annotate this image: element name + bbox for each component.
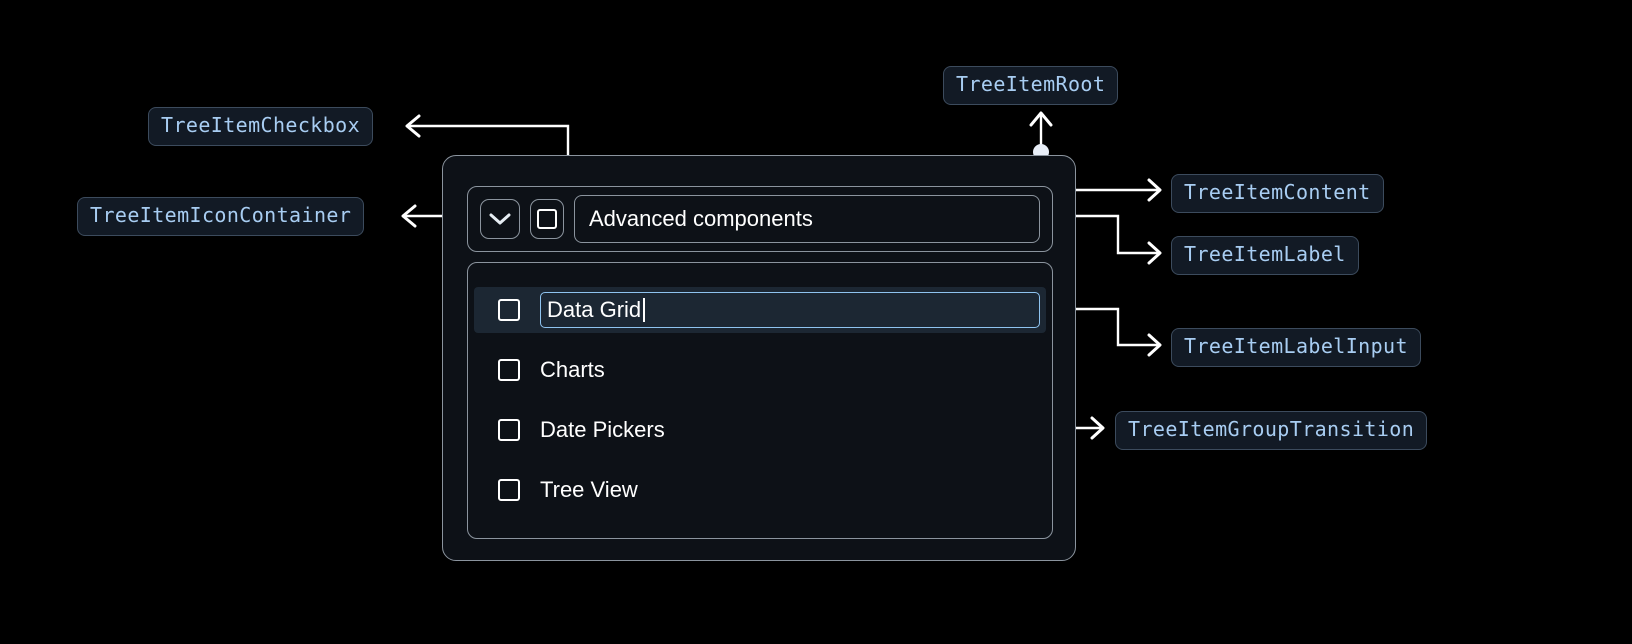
annotation-badge-tree-item-label: TreeItemLabel [1171, 236, 1359, 275]
tree-item-label-child: Charts [540, 357, 605, 382]
tree-item-label-input-value: Data Grid [547, 297, 642, 322]
tree-item-child-data-grid[interactable]: Data Grid [474, 287, 1046, 333]
arrowhead-content [1147, 178, 1162, 202]
text-caret [643, 298, 645, 322]
arrowhead-checkbox [405, 114, 421, 138]
tree-item-content[interactable]: Advanced components [467, 186, 1053, 252]
tree-item-checkbox-child[interactable] [498, 479, 520, 501]
tree-item-checkbox-child[interactable] [498, 419, 520, 441]
annotation-badge-tree-item-label-input: TreeItemLabelInput [1171, 328, 1421, 367]
tree-item-label-input[interactable]: Data Grid [540, 292, 1040, 328]
annotation-badge-tree-item-icon-container: TreeItemIconContainer [77, 197, 365, 236]
arrowhead-label [1147, 241, 1162, 265]
tree-item-child-date-pickers[interactable]: Date Pickers [468, 407, 1052, 453]
tree-item-child-charts[interactable]: Charts [468, 347, 1052, 393]
tree-item-icon-container[interactable] [480, 199, 520, 239]
tree-item-label[interactable]: Advanced components [574, 195, 1040, 243]
annotation-badge-tree-item-checkbox: TreeItemCheckbox [148, 107, 374, 146]
tree-item-checkbox-child[interactable] [498, 359, 520, 381]
annotation-badge-tree-item-content: TreeItemContent [1171, 174, 1384, 213]
tree-item-label-child: Date Pickers [540, 417, 665, 442]
checkbox-box-icon [537, 209, 557, 229]
arrowhead-root [1029, 111, 1053, 127]
annotation-badge-tree-item-root: TreeItemRoot [943, 66, 1119, 105]
arrowhead-label-input [1147, 333, 1162, 357]
tree-item-label-child: Tree View [540, 477, 638, 502]
tree-item-label-text: Advanced components [589, 206, 813, 231]
tree-item-group-transition: Data Grid Charts Date Pickers Tree View [467, 262, 1053, 539]
arrowhead-group-transition [1090, 416, 1105, 440]
tree-item-checkbox-child[interactable] [498, 299, 520, 321]
tree-item-checkbox[interactable] [530, 199, 564, 239]
tree-item-root[interactable]: Advanced components Data Grid Charts Dat… [442, 155, 1076, 561]
chevron-down-icon [489, 213, 511, 225]
arrowhead-icon-container [401, 204, 417, 228]
annotation-badge-tree-item-group-transition: TreeItemGroupTransition [1115, 411, 1428, 450]
tree-item-child-tree-view[interactable]: Tree View [468, 467, 1052, 513]
